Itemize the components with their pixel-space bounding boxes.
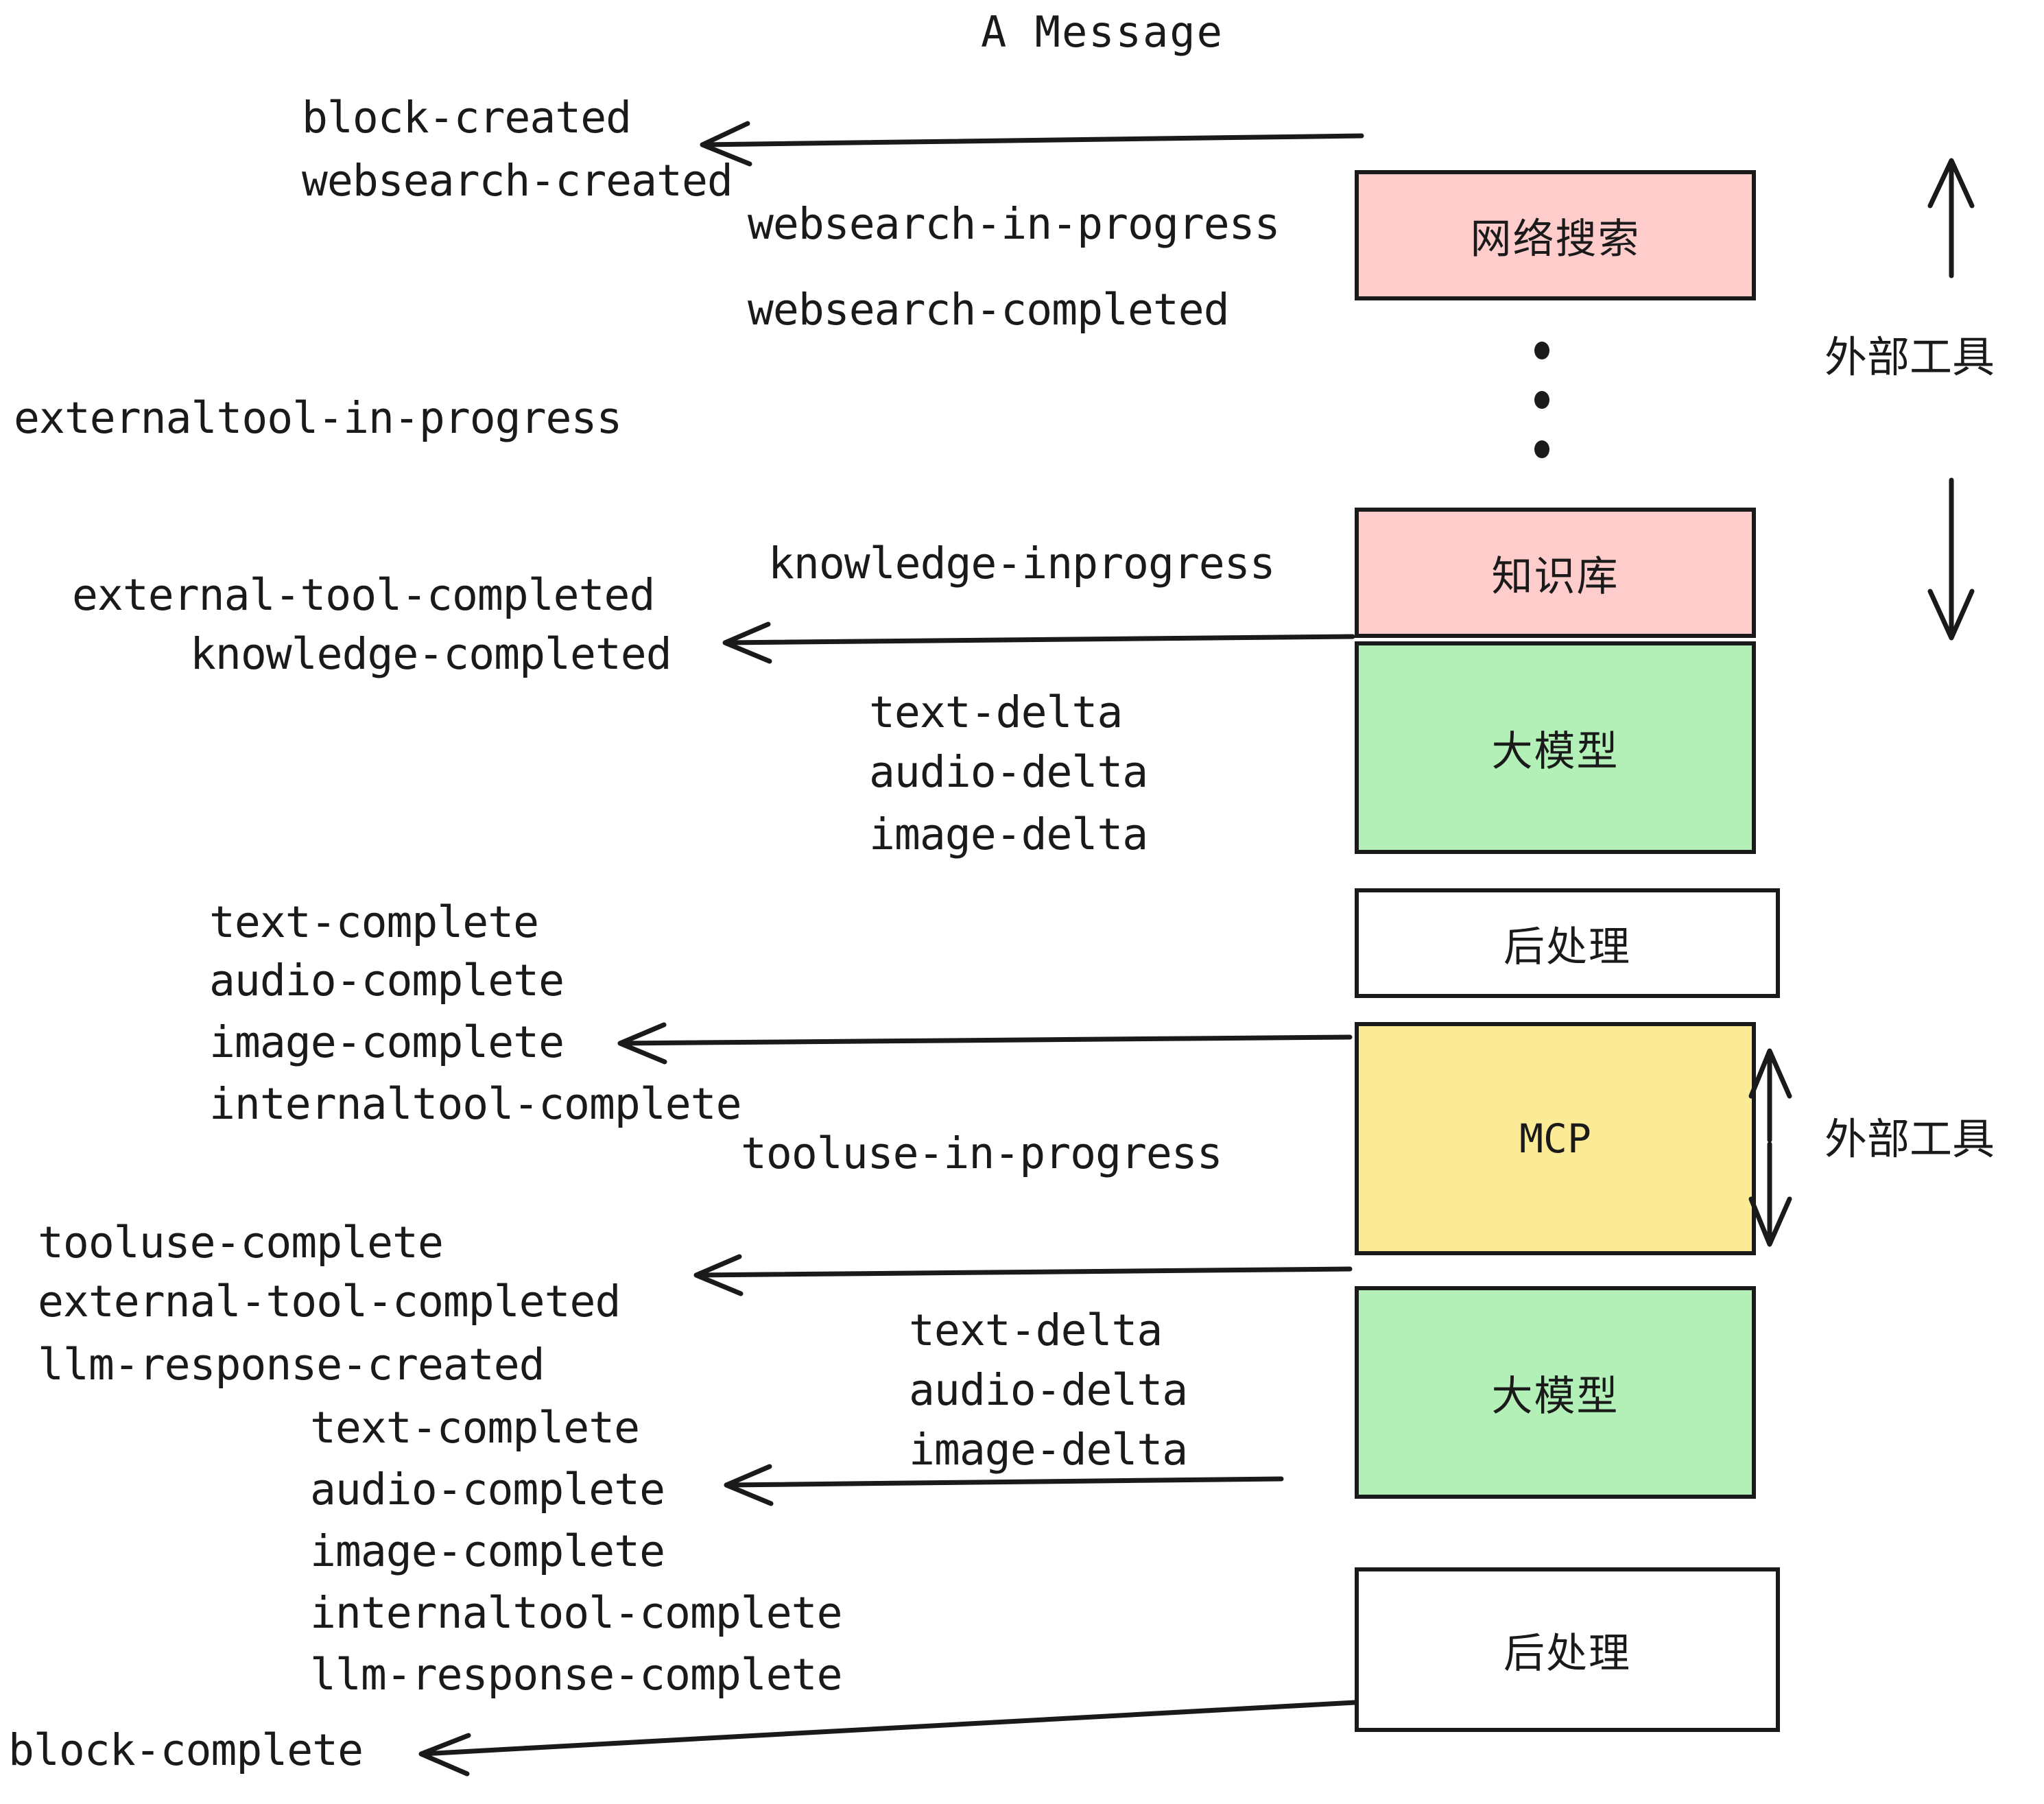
event-audio-complete-1: audio-complete	[209, 956, 565, 1006]
event-llm-response-created: llm-response-created	[38, 1340, 545, 1390]
arrow-external-tools-bottom	[1748, 1048, 1792, 1247]
box-websearch-label: 网络搜索	[1470, 215, 1641, 263]
event-knowledge-completed: knowledge-completed	[190, 629, 672, 679]
ellipsis-dots	[1533, 342, 1551, 458]
arrow-tooluse-complete	[693, 1254, 1353, 1296]
event-text-delta-2: text-delta	[909, 1305, 1163, 1355]
event-audio-delta-2: audio-delta	[909, 1365, 1188, 1415]
event-audio-delta-1: audio-delta	[869, 747, 1148, 797]
box-llm-1[interactable]: 大模型	[1355, 641, 1756, 854]
annotation-external-tools-bottom: 外部工具	[1825, 1114, 1995, 1164]
ellipsis-dot	[1534, 342, 1549, 359]
page-title: A Message	[981, 7, 1224, 57]
box-knowledge[interactable]: 知识库	[1355, 508, 1756, 638]
event-external-tool-completed-2: external-tool-completed	[38, 1277, 621, 1327]
event-internaltool-complete-2: internaltool-complete	[310, 1588, 843, 1638]
event-text-delta-1: text-delta	[869, 687, 1123, 737]
box-llm-2[interactable]: 大模型	[1355, 1286, 1756, 1499]
event-websearch-completed: websearch-completed	[748, 285, 1230, 335]
box-postprocess-2-label: 后处理	[1504, 1629, 1631, 1678]
event-external-tool-completed-1: external-tool-completed	[72, 570, 655, 620]
event-image-complete-2: image-complete	[310, 1526, 665, 1576]
ellipsis-dot	[1534, 440, 1549, 458]
event-block-complete: block-complete	[8, 1725, 364, 1775]
event-block-created: block-created	[302, 93, 632, 143]
event-tooluse-complete: tooluse-complete	[38, 1218, 444, 1268]
event-image-complete-1: image-complete	[209, 1017, 565, 1067]
box-websearch[interactable]: 网络搜索	[1355, 170, 1756, 300]
event-externaltool-in-progress: externaltool-in-progress	[14, 393, 622, 443]
event-knowledge-inprogress: knowledge-inprogress	[768, 538, 1276, 589]
event-tooluse-in-progress: tooluse-in-progress	[741, 1128, 1223, 1178]
event-text-complete-2: text-complete	[310, 1403, 640, 1453]
event-websearch-created: websearch-created	[302, 156, 733, 206]
box-postprocess-2[interactable]: 后处理	[1355, 1567, 1780, 1732]
ellipsis-dot	[1534, 391, 1549, 409]
box-postprocess-1[interactable]: 后处理	[1355, 888, 1780, 998]
box-mcp-label: MCP	[1519, 1115, 1591, 1162]
box-llm-2-label: 大模型	[1491, 1372, 1619, 1421]
event-websearch-in-progress: websearch-in-progress	[748, 199, 1281, 249]
box-llm-1-label: 大模型	[1491, 727, 1619, 776]
arrow-knowledge-completed	[722, 621, 1355, 664]
box-mcp[interactable]: MCP	[1355, 1022, 1756, 1255]
event-text-complete-1: text-complete	[209, 897, 539, 947]
box-postprocess-1-label: 后处理	[1504, 923, 1631, 971]
event-audio-complete-2: audio-complete	[310, 1464, 665, 1515]
box-knowledge-label: 知识库	[1491, 552, 1619, 601]
event-llm-response-complete: llm-response-complete	[310, 1650, 843, 1700]
arrow-image-complete	[617, 1022, 1353, 1065]
annotation-external-tools-top: 外部工具	[1825, 332, 1995, 382]
event-image-delta-1: image-delta	[869, 809, 1148, 859]
arrow-block-created	[700, 121, 1364, 167]
arrow-block-complete	[418, 1700, 1357, 1777]
event-image-delta-2: image-delta	[909, 1425, 1188, 1475]
event-internaltool-complete-1: internaltool-complete	[209, 1079, 742, 1129]
arrow-external-tools-top	[1927, 158, 1975, 641]
